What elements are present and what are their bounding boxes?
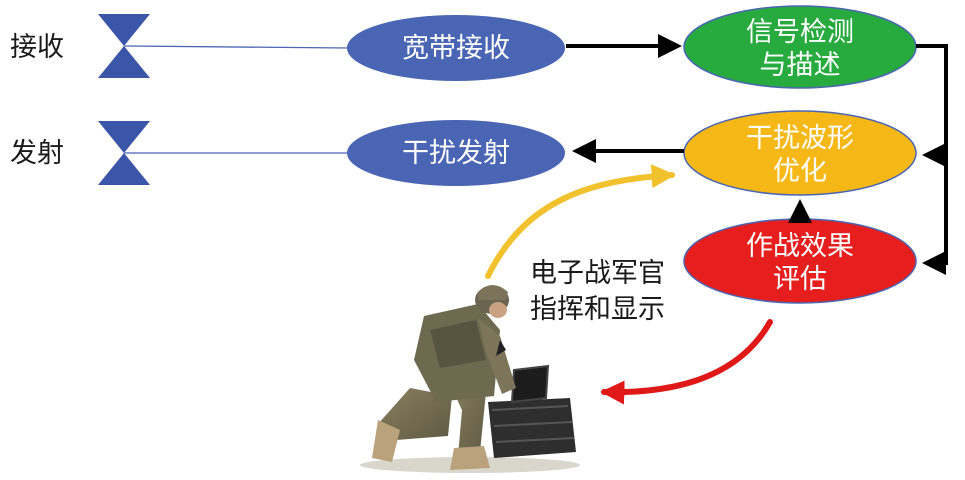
commander-label-line2: 指挥和显示 (530, 294, 665, 325)
jamming-transmit-label: 干扰发射 (402, 138, 510, 169)
receive-antenna-icon (98, 14, 150, 78)
wideband-receive-label: 宽带接收 (402, 33, 510, 64)
transmit-label: 发射 (10, 138, 64, 169)
wideband-receive-node: 宽带接收 (347, 15, 565, 81)
signal-detection-line2: 与描述 (760, 50, 841, 81)
receive-label: 接收 (10, 32, 64, 63)
transmit-antenna-icon (98, 121, 150, 185)
signal-detection-line1: 信号检测 (746, 17, 854, 48)
combat-evaluation-line1: 作战效果 (746, 231, 854, 262)
commander-label-line1: 电子战军官 (530, 258, 665, 289)
jamming-waveform-node: 干扰波形 优化 (683, 110, 917, 196)
jamming-transmit-node: 干扰发射 (347, 120, 565, 186)
combat-evaluation-node: 作战效果 评估 (683, 218, 917, 304)
soldier-with-laptop-figure (360, 285, 580, 473)
jamming-waveform-line1: 干扰波形 (746, 123, 854, 154)
combat-evaluation-line2: 评估 (773, 264, 827, 295)
receive-feed-line (123, 45, 349, 49)
signal-detection-node: 信号检测 与描述 (683, 5, 917, 89)
commander-to-waveform-arrow (485, 164, 676, 279)
jamming-waveform-line2: 优化 (773, 156, 827, 187)
evaluation-to-commander-arrow (600, 319, 773, 405)
